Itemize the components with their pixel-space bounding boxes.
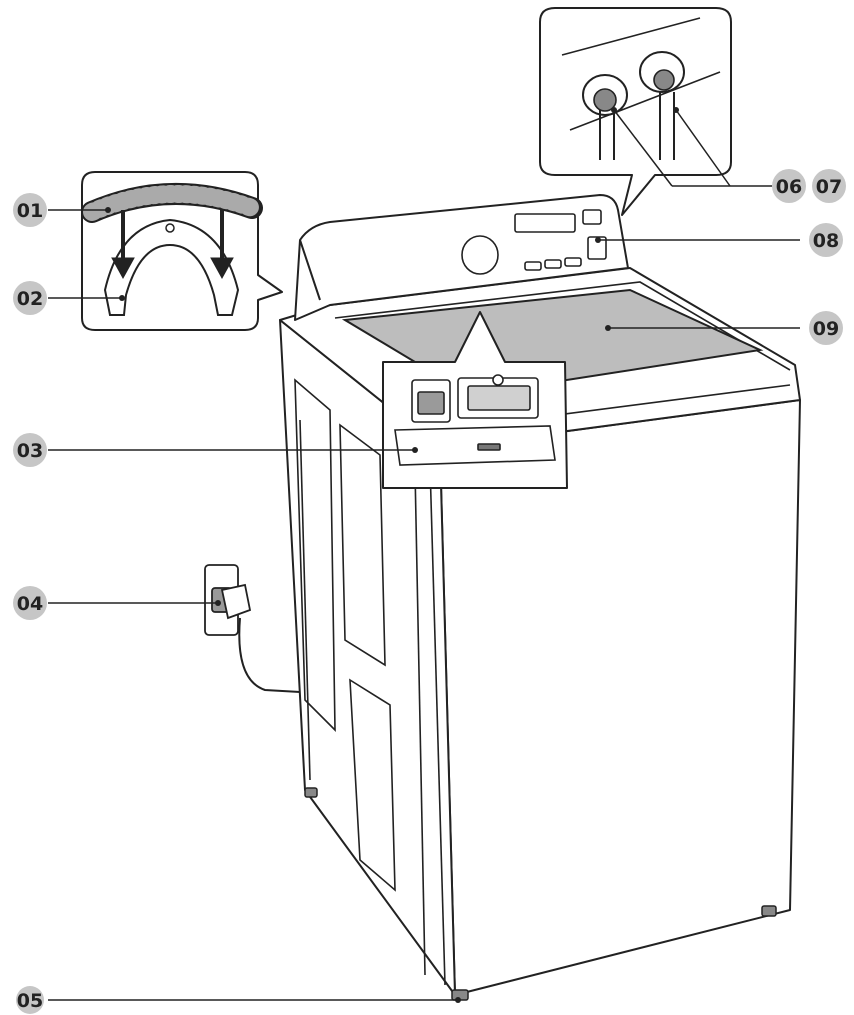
label-badge-08: 08: [809, 223, 843, 257]
label-01: 01: [17, 200, 43, 222]
label-07: 07: [816, 176, 842, 198]
label-03: 03: [17, 440, 43, 462]
inlet-callout: [539, 7, 732, 216]
start-button[interactable]: [582, 209, 602, 225]
leader-lines: [48, 109, 800, 1001]
leader-dots: [105, 107, 679, 1003]
label-05: 05: [17, 990, 43, 1012]
power-outlet: [204, 564, 301, 693]
side-panels: [294, 378, 446, 986]
down-arrows: [111, 210, 234, 280]
display-window: [514, 213, 576, 233]
label-06: 06: [776, 176, 802, 198]
label-04: 04: [17, 593, 43, 615]
label-09: 09: [813, 318, 839, 340]
label-badge-09: 09: [809, 311, 843, 345]
label-badge-06: 06: [772, 169, 806, 203]
label-08: 08: [813, 230, 839, 252]
dispenser-callout: [382, 311, 568, 489]
hose-callout: [81, 171, 283, 331]
leveling-feet: [304, 787, 777, 1001]
cycle-dial[interactable]: [461, 235, 499, 275]
label-02: 02: [17, 288, 43, 310]
label-badge-07: 07: [812, 169, 846, 203]
label-badge-02: 02: [13, 281, 47, 315]
option-button-1[interactable]: [524, 261, 542, 271]
label-badge-01: 01: [13, 193, 47, 227]
option-button-2[interactable]: [544, 259, 562, 269]
label-badge-03: 03: [13, 433, 47, 467]
power-button[interactable]: [587, 236, 607, 260]
option-button-3[interactable]: [564, 257, 582, 267]
control-panel[interactable]: [461, 209, 607, 275]
label-badge-05: 05: [16, 986, 44, 1014]
elbow-guide: [103, 218, 240, 316]
label-badge-04: 04: [13, 586, 47, 620]
